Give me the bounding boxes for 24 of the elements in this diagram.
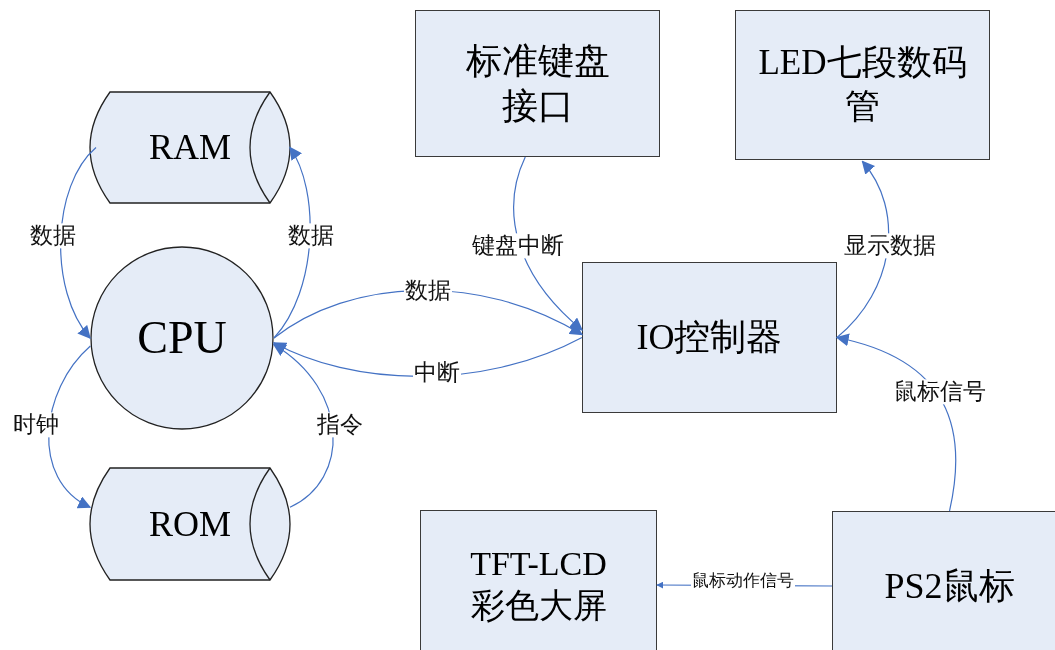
edge-label: 指令 — [316, 412, 364, 438]
edge-label: 数据 — [29, 223, 77, 249]
edge-label: 时钟 — [12, 412, 60, 438]
edge-label: 显示数据 — [843, 233, 937, 259]
edge-label: 鼠标信号 — [893, 379, 987, 405]
edge-label: 鼠标动作信号 — [691, 571, 795, 591]
edge-label: 数据 — [404, 278, 452, 304]
component-box — [420, 510, 657, 650]
component-box — [735, 10, 990, 160]
component-box — [582, 262, 837, 413]
node-label: LED七段数码管 — [757, 42, 968, 128]
edge-label: 键盘中断 — [471, 233, 565, 259]
edge-label: 数据 — [287, 223, 335, 249]
node-label: TFT-LCD 彩色大屏 — [469, 543, 608, 626]
arrow — [273, 146, 311, 339]
node-label: 标准键盘接口 — [464, 39, 611, 128]
node-label: RAM — [149, 126, 231, 169]
edge-label: 中断 — [413, 360, 461, 386]
node-label: PS2鼠标 — [884, 564, 1015, 608]
component-box — [415, 10, 660, 157]
component-box — [832, 511, 1055, 650]
node-label: IO控制器 — [636, 316, 783, 359]
node-label: CPU — [137, 311, 227, 366]
node-label: ROM — [149, 502, 231, 546]
